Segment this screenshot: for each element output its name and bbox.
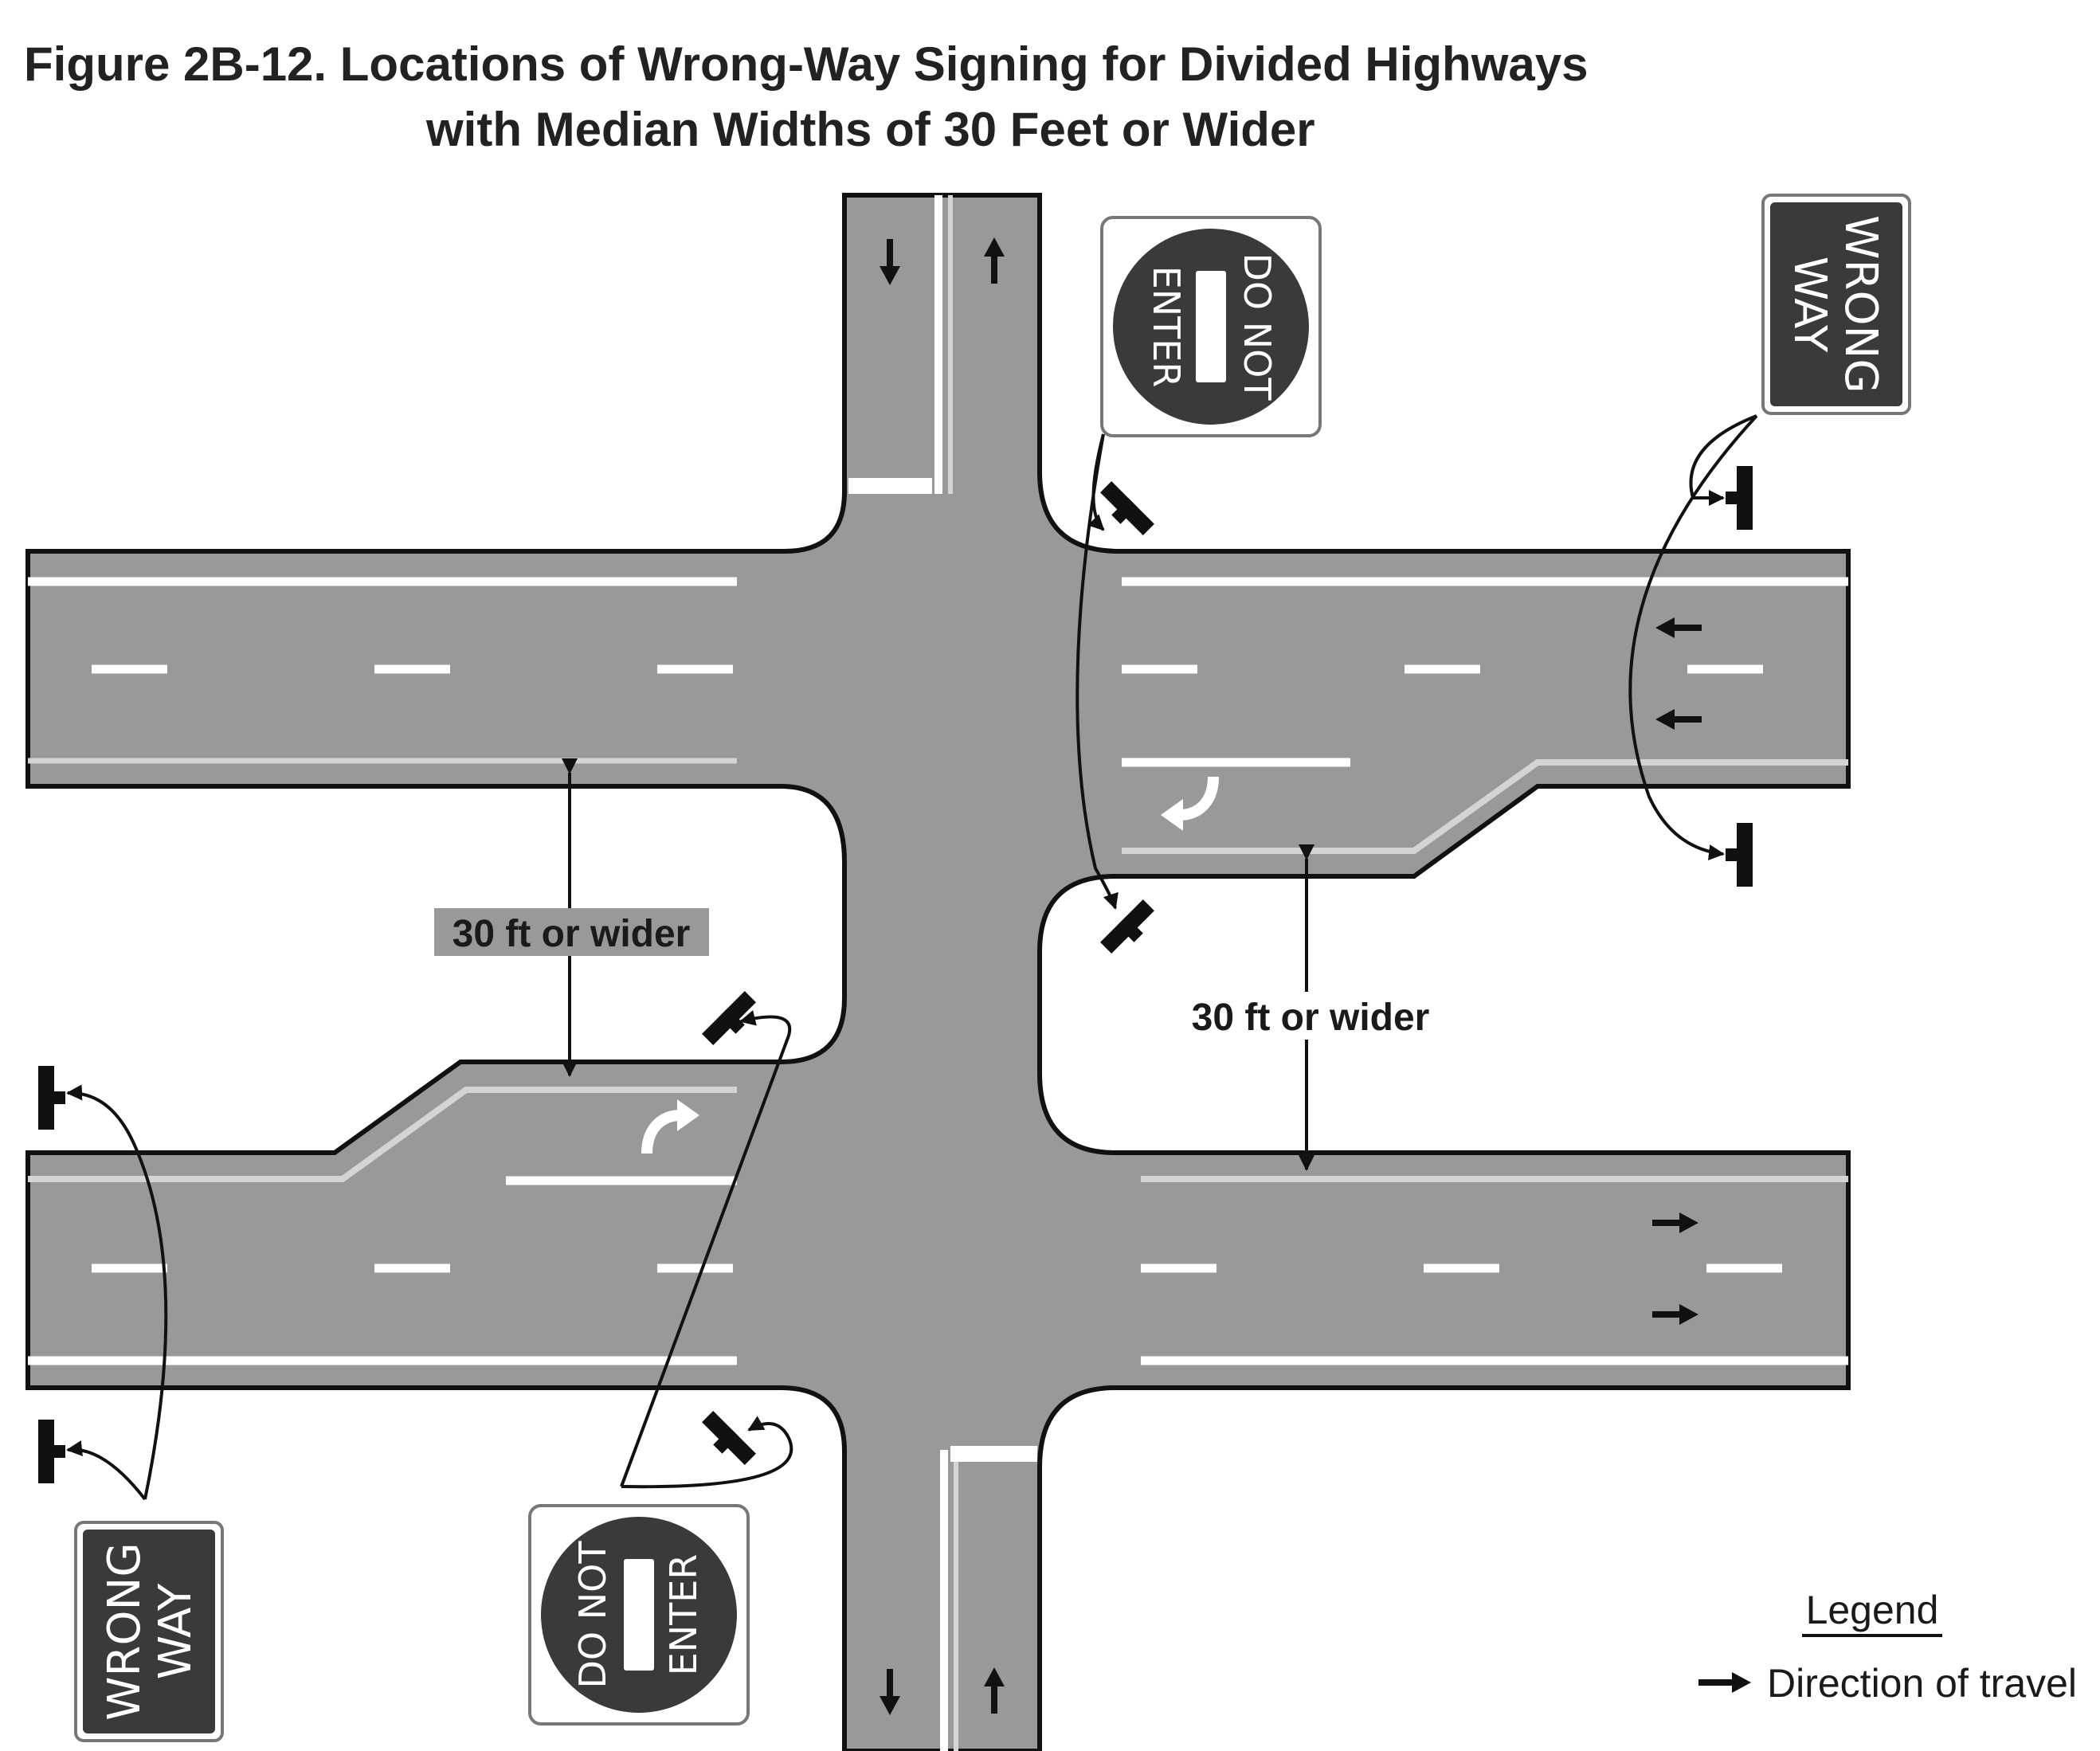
wrong-way-sign-upper: WRONG WAY	[1761, 194, 1911, 415]
leader-line	[1075, 433, 1119, 910]
arrow-north-southbound	[880, 239, 900, 285]
wrong-way-text-line2: WAY	[150, 1583, 202, 1679]
median-width-label-east: 30 ft or wider	[1192, 997, 1430, 1039]
figure-title-line-2: with Median Widths of 30 Feet or Wider	[426, 103, 1315, 156]
leader-lines	[66, 414, 1758, 1501]
legend-title: Legend	[1806, 1588, 1939, 1632]
leader-line	[620, 1010, 792, 1487]
sign-post-marker	[1100, 481, 1154, 535]
sign-post-marker	[1100, 899, 1154, 954]
leader-line	[621, 1416, 793, 1489]
do-not-enter-sign-lower: DO NOT ENTER	[528, 1504, 750, 1726]
median-width-label-west: 30 ft or wider	[453, 913, 691, 955]
arrow-north-northbound	[984, 237, 1005, 284]
legend-direction-label: Direction of travel	[1767, 1661, 2077, 1706]
leader-line	[66, 1084, 168, 1500]
leader-line	[1628, 414, 1758, 860]
median-edge-line	[28, 1087, 737, 1182]
do-not-enter-text-line1: DO NOT	[1236, 253, 1279, 402]
sign-post-marker	[702, 1411, 756, 1465]
turn-arrow-eastbound-left	[641, 1099, 699, 1154]
median-edge-line	[1122, 759, 1848, 854]
turn-arrow-westbound-left	[1161, 776, 1219, 831]
arrow-eastbound-lane1	[1652, 1212, 1698, 1233]
arrow-westbound-lane1	[1655, 617, 1702, 638]
do-not-enter-text-line1: DO NOT	[571, 1541, 614, 1689]
label-background	[1171, 992, 1446, 1040]
sign-post-marker	[38, 1420, 65, 1483]
legend-arrow-icon	[1698, 1672, 1751, 1693]
legend: Legend Direction of travel	[1698, 1588, 2077, 1706]
wrong-way-text-line1: WRONG	[1835, 215, 1886, 394]
arrow-south-southbound	[880, 1669, 900, 1715]
do-not-enter-text-line2: ENTER	[1145, 266, 1188, 388]
wrong-way-sign-lower: WRONG WAY	[74, 1521, 224, 1742]
direction-arrows	[880, 237, 1702, 1715]
arrow-south-northbound	[984, 1667, 1005, 1714]
sign-location-markers	[38, 466, 1753, 1483]
leader-line	[66, 1440, 147, 1501]
leader-line	[1689, 414, 1757, 506]
do-not-enter-sign-upper: DO NOT ENTER	[1100, 216, 1322, 437]
sign-post-marker	[702, 991, 756, 1045]
sign-post-marker	[1726, 823, 1753, 887]
arrow-westbound-lane2	[1655, 709, 1702, 730]
do-not-enter-text-line2: ENTER	[662, 1554, 705, 1676]
figure-title: Figure 2B-12. Locations of Wrong-Way Sig…	[24, 32, 2063, 163]
sign-post-marker	[1726, 466, 1753, 530]
wrong-way-text-line2: WAY	[1784, 257, 1836, 353]
label-background	[434, 908, 709, 956]
sign-post-marker	[38, 1066, 65, 1130]
arrow-eastbound-lane2	[1652, 1304, 1698, 1325]
pavement-markings	[28, 195, 1848, 1751]
wrong-way-text-line1: WRONG	[99, 1542, 151, 1721]
figure-title-line-1: Figure 2B-12. Locations of Wrong-Way Sig…	[24, 37, 1589, 91]
